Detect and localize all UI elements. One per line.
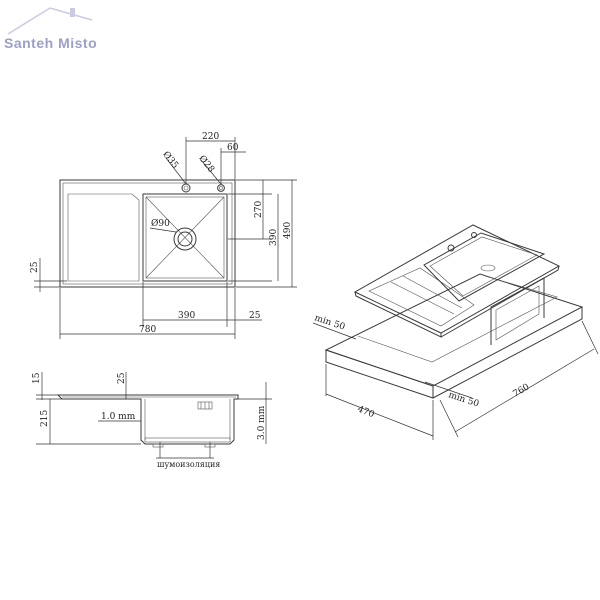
iso-tap-hole-1 [447,244,455,252]
drain-stub-left [152,443,164,448]
iso-tap-hole-2 [471,232,477,238]
logo-text: Santeh Misto [4,35,97,51]
iso-bowl-window [495,285,540,341]
insulation-layer [144,437,231,443]
top-view: 220 60 Ø35 Ø28 270 390 490 Ø90 25 [30,132,297,339]
sink-side-profile [56,394,239,445]
label-insulation: шумоизоляция [157,460,220,469]
sink-deck [353,224,561,334]
bowl-inner [145,196,225,279]
dim-min50-left: min 50 [313,313,346,332]
drain-outer [173,227,197,251]
tap-hole-28 [217,184,225,192]
tap-hole-28-inner [219,186,223,190]
countertop-side [432,307,583,399]
tap-hole-35 [181,183,191,193]
sink-top-rim [62,182,233,285]
dim-25-left: 25 [30,261,40,273]
countertop-cutout [357,275,558,363]
iso-bowl-rim [423,232,546,302]
dim-15: 15 [32,372,42,384]
leader-d35 [165,157,187,185]
house-chimney-icon [70,8,75,17]
countertop-front [325,349,434,399]
bowl-diagonal-b [145,196,225,279]
dim-min50-right: min 50 [447,390,480,409]
dim-3mm: 3.0 mm [257,405,267,440]
dim-490: 490 [283,222,293,239]
dim-470: 470 [356,405,376,421]
sink-top-outline [59,179,236,288]
side-view: 15 215 25 1.0 mm 3.0 mm шумоизоляция [32,372,272,469]
dim-780: 780 [139,325,156,335]
leader-d90 [149,227,177,233]
dim-220: 220 [202,132,219,142]
house-roof-icon [7,7,93,35]
leader-d28 [200,159,222,185]
sink-deck-front [354,291,442,338]
dim-d28: Ø28 [196,153,216,175]
dim-25-side: 25 [117,372,127,384]
dim-760: 760 [512,382,532,399]
dim-1mm: 1.0 mm [101,412,136,422]
dim-line-470 [325,393,434,437]
bowl-outline [142,193,228,282]
dim-d35: Ø35 [160,149,180,171]
sink-deck-side [440,265,560,338]
dim-d90: Ø90 [151,218,170,229]
iso-bowl-inner [429,236,538,297]
brand-logo: Santeh Misto [4,7,97,51]
dim-270: 270 [254,201,264,218]
iso-drainboard [368,267,475,327]
dim-25-bottom: 25 [249,311,261,321]
drainboard [67,193,140,282]
dim-390-h: 390 [178,311,195,321]
iso-view: min 50 min 50 470 760 [312,224,599,440]
dim-60: 60 [227,143,239,153]
drain-inner [177,231,193,247]
iso-bowl-body [490,277,545,345]
dim-215: 215 [40,410,50,427]
dim-line-min50-left [312,322,357,340]
iso-drain [480,264,496,272]
dim-line-760 [454,348,595,433]
dim-390-v: 390 [269,229,279,246]
tap-hole-35-inner [183,185,189,191]
dim-line-min50-right [424,381,473,399]
